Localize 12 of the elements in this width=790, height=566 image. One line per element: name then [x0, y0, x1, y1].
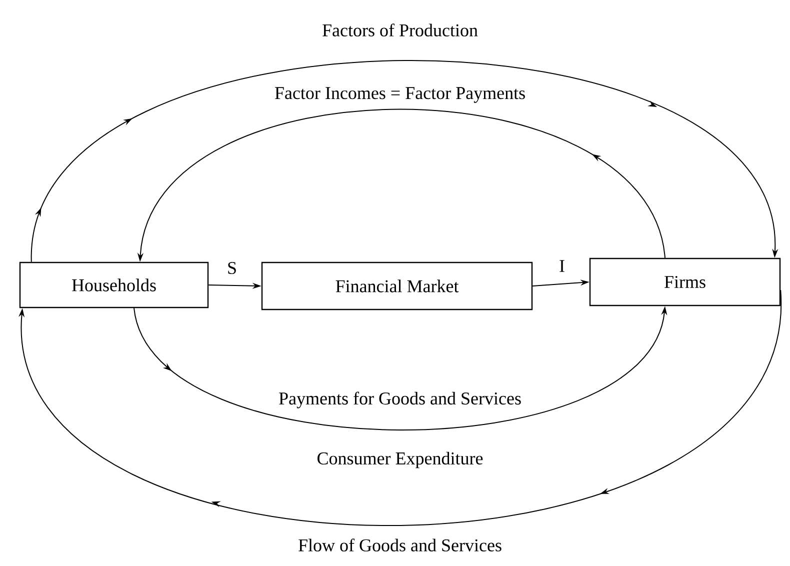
arrow — [18, 290, 782, 526]
edge-label: Flow of Goods and Services — [298, 538, 502, 552]
edge-label: Factor Incomes = Factor Payments — [274, 87, 525, 103]
flow-label: Consumer Expenditure — [318, 452, 483, 468]
process-box: Households — [19, 262, 209, 308]
edge-label: S — [228, 262, 236, 274]
process-box: Firms — [589, 258, 781, 306]
edge-label: I — [560, 260, 564, 272]
process-box: Financial Market — [261, 262, 533, 310]
arrow — [30, 60, 778, 262]
edge-label: Factors of Production — [322, 24, 478, 36]
edge-label: Payments for Goods and Services — [279, 392, 521, 408]
